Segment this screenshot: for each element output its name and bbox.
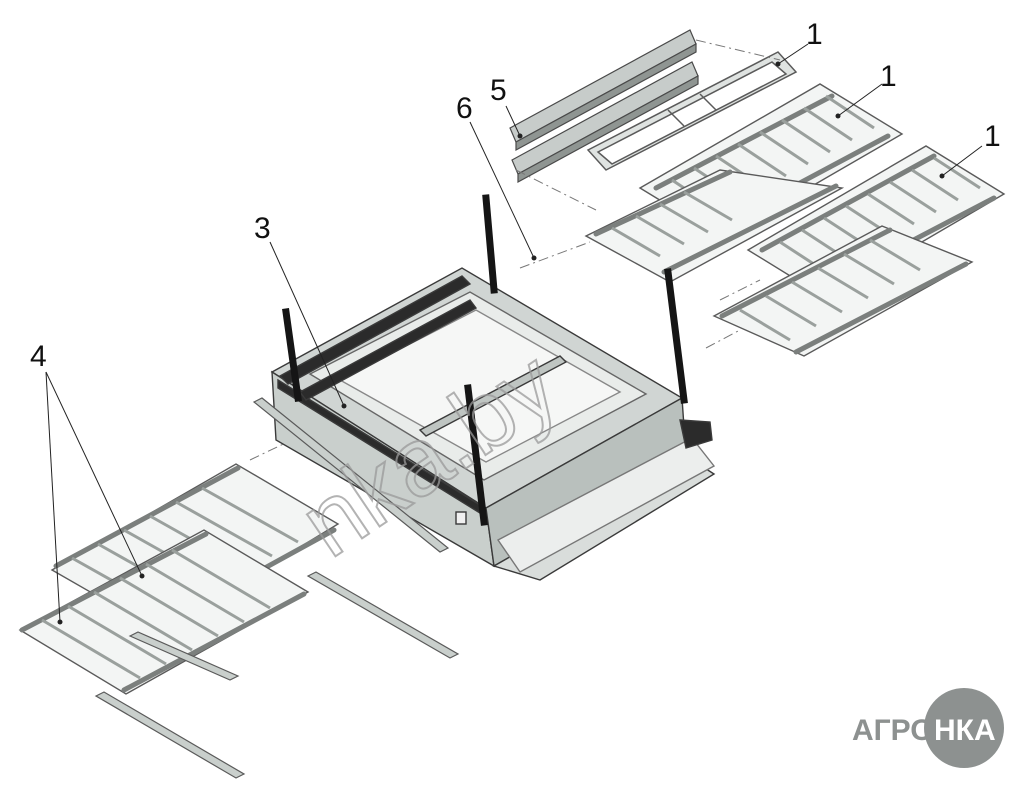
slatted-frame-lower-right bbox=[712, 225, 974, 357]
rail-pair-part-5 bbox=[509, 29, 699, 184]
callout-label: 5 bbox=[490, 74, 507, 107]
callout-label: 4 bbox=[30, 340, 47, 373]
callout-label: 6 bbox=[456, 92, 473, 125]
main-housing-part-3 bbox=[270, 267, 716, 581]
callout-label: 1 bbox=[984, 120, 1001, 153]
assembly-guide-lines bbox=[249, 39, 781, 461]
loose-rails bbox=[94, 397, 460, 779]
leader-lines bbox=[45, 43, 983, 623]
lattice-frames-part-4 bbox=[18, 463, 340, 695]
logo-text-right: НКА bbox=[934, 714, 996, 747]
brand-logo: АГРО НКА bbox=[852, 688, 1004, 768]
vertical-posts bbox=[282, 194, 688, 526]
frame-top-long bbox=[586, 51, 798, 171]
callout-label: 1 bbox=[806, 18, 823, 51]
logo-circle bbox=[924, 688, 1004, 768]
callout-label: 1 bbox=[880, 60, 897, 93]
leader-dots bbox=[57, 61, 945, 625]
callout-label: 3 bbox=[254, 212, 271, 245]
slatted-frame-lower-left bbox=[584, 169, 845, 283]
logo-text-left: АГРО bbox=[852, 714, 934, 747]
